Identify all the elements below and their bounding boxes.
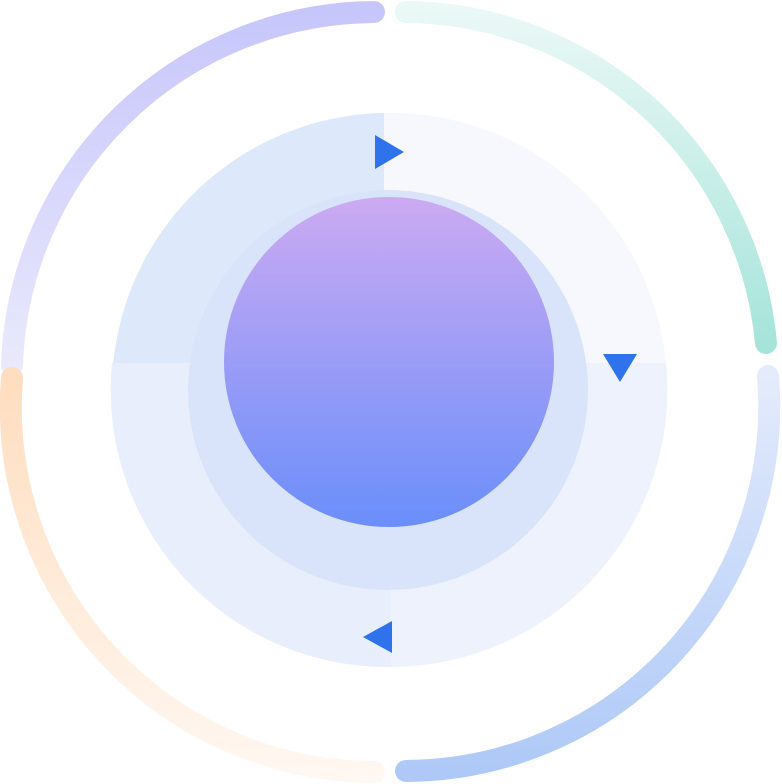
direction-arrows xyxy=(363,135,637,653)
arrow-right-icon xyxy=(375,135,404,169)
outer-arc-bottom-right xyxy=(395,365,781,782)
arrow-left-icon xyxy=(363,621,392,653)
outer-arc-top-right xyxy=(395,1,777,354)
arrow-down-icon xyxy=(603,354,637,382)
outer-arc-top-left xyxy=(1,1,385,376)
outer-arc-bottom-left xyxy=(0,367,385,783)
center-circle xyxy=(224,197,554,527)
